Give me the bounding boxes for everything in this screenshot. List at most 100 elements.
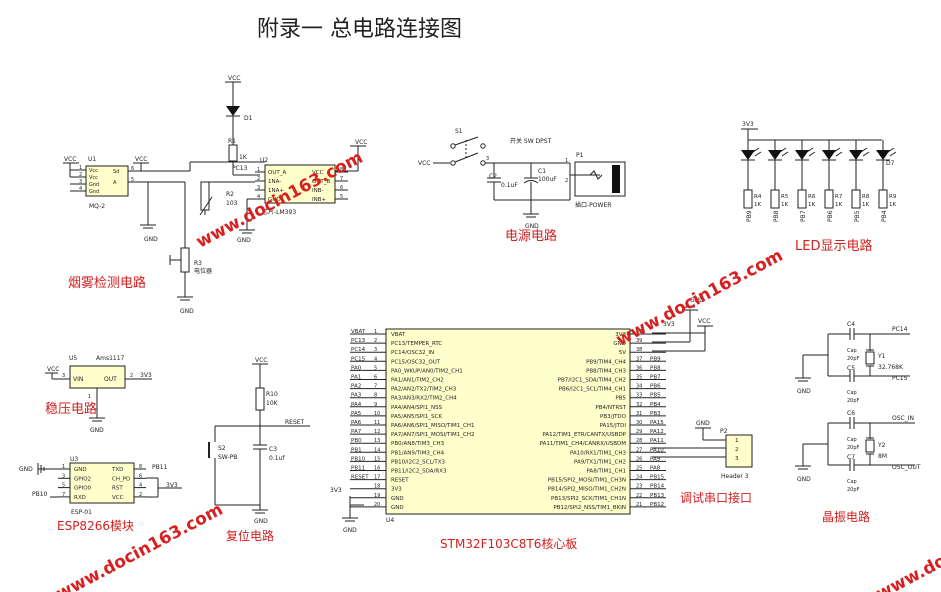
c6-type: Cap — [847, 437, 857, 443]
u4-pin-name: PA7/AN7/SPI1_MOSI/TIM1_CH2 — [391, 432, 474, 438]
led-resistor — [797, 189, 807, 209]
u4-3v3-label: 3V3 — [663, 321, 675, 328]
u4-pin-number: 36 — [636, 365, 642, 371]
led-resistor-value: 1K — [808, 202, 815, 208]
u4-pin-number: 1 — [374, 329, 377, 335]
r3-value: 电位器 — [194, 267, 212, 275]
power-section-title: 电源电路 — [505, 228, 557, 244]
u4-pin-name: PB5 — [615, 396, 626, 402]
u4-left-net-label: PB10 — [351, 456, 366, 462]
u3-pb10-label: PB10 — [32, 491, 48, 498]
c4-value: 20pF — [847, 356, 860, 362]
u5-3v3-label: 3V3 — [140, 372, 152, 379]
u3-pin-name: GPIO2 — [74, 476, 91, 482]
u4-pin-name: PA4/AN4/SPI1_NSS — [391, 405, 443, 411]
u4-pin-number: 8 — [374, 393, 377, 399]
u4-left-net-label: PA7 — [351, 429, 362, 435]
u2-vcc-label: VCC — [355, 139, 367, 146]
u4-pin-number: 3 — [374, 347, 377, 353]
p1-label: P1 — [576, 152, 584, 159]
u4-pin-number: 19 — [374, 493, 380, 499]
u4-pin-name: PA0_WKUP/AN0/TIM2_CH1 — [391, 368, 463, 374]
u4-pin-name: PC13/TEMPER_RTC — [391, 341, 442, 347]
u4-right-net-label: PA10 — [650, 447, 664, 453]
r2-value: 103 — [226, 200, 238, 207]
power-vcc-label: VCC — [418, 160, 430, 167]
led-icon — [822, 150, 836, 160]
u5-pin-gnd: 1 — [88, 394, 91, 400]
u4-left-net-label: PA3 — [351, 393, 362, 399]
u2-pin-number: 1 — [257, 167, 260, 173]
reset-circuit: VCC R10 10K RESET S2 SW-PB C3 0.1uf GND … — [208, 357, 310, 543]
u4-pin-name: PA9/TX1/TIM1_CH2 — [574, 459, 626, 465]
u4-pin-name: PA12/TIM1_ETR/CANTX/USBDP — [542, 432, 626, 438]
u4-pin-number: 5 — [374, 365, 377, 371]
p2-pin-number: 3 — [735, 456, 739, 462]
d1-vcc-label: VCC — [228, 75, 240, 82]
reset-vcc-label: VCC — [255, 357, 267, 364]
u4-right-net-label: PB5 — [650, 393, 661, 399]
u4-left-net-label: PA6 — [351, 420, 362, 426]
u2-part-label: 芯片-LM393 — [262, 208, 296, 216]
u2-pin-name: INB+ — [312, 197, 327, 203]
u4-pin-name: PC14/OSC32_IN — [391, 350, 434, 356]
y2-crystal — [865, 439, 875, 453]
pc13-net-label: PC13 — [232, 165, 248, 172]
u4-label: U4 — [386, 517, 394, 524]
u4-pin-name: PA8/TIM1_CH1 — [586, 469, 626, 475]
u4-pin-name: PA15/JTDI — [600, 423, 627, 429]
s1-label: S1 — [455, 128, 463, 135]
u4-pin-number: 9 — [374, 402, 377, 408]
u3-pin-number: 6 — [139, 473, 142, 479]
led-resistor-label: R9 — [889, 194, 897, 200]
u4-pin-name: PB12/SPI2_NSS/TIM1_BKIN — [553, 505, 626, 511]
y2-value: 8M — [878, 453, 887, 460]
u2-label: U2 — [260, 157, 268, 164]
core-section-title: STM32F103C8T6核心板 — [440, 537, 577, 551]
u4-left-net-label: PC13 — [351, 338, 366, 344]
svg-text:1: 1 — [565, 158, 568, 164]
u4-pin-number: 23 — [636, 484, 642, 490]
u4-pin-name: PA11/TIM1_CH4/CANRX/USBDM — [540, 441, 627, 447]
led-icon — [849, 150, 863, 160]
u3-3v3-label: 3V3 — [166, 482, 178, 489]
crystal-top-gnd-label: GND — [797, 388, 811, 395]
u4-pin-number: 40 — [636, 329, 642, 335]
led-resistor-value: 1K — [754, 202, 761, 208]
u1-pin-number: 5 — [131, 177, 134, 183]
u3-pb11-label: PB11 — [152, 464, 168, 471]
u4-pin-number: 25 — [636, 466, 642, 472]
u4-pin-name: GND — [613, 341, 626, 347]
u4-right-net-label: PA12 — [650, 429, 664, 435]
led-pin-label: PB8 — [773, 210, 780, 222]
led-pin-label: PB4 — [881, 210, 888, 222]
u4-pin-number: 13 — [374, 438, 380, 444]
u4-pin-number: 16 — [374, 466, 380, 472]
u4-pin-number: 26 — [636, 456, 642, 462]
u2-pin-number: 6 — [340, 185, 343, 191]
c7-type: Cap — [847, 479, 857, 485]
u3-pin-number: 7 — [62, 492, 65, 498]
u5-out-label: OUT — [104, 376, 117, 383]
y1-crystal — [865, 351, 875, 365]
u5-label: U5 — [69, 355, 77, 362]
u4-pin-name: PA1/AN1/TIM2_CH2 — [391, 378, 444, 384]
c6-label: C6 — [847, 410, 855, 417]
p1-part-label: 插口-POWER — [575, 201, 611, 209]
u4-pin-number: 20 — [374, 502, 380, 508]
u2-pin-name: VCC — [312, 170, 324, 176]
c2-value: 0.1uF — [501, 182, 518, 189]
u3-pin-number: 4 — [139, 483, 142, 489]
u3-pin-name: VCC — [112, 495, 124, 501]
u4-pin-number: 2 — [374, 338, 377, 344]
u4-pin-name: GND — [391, 505, 404, 511]
u4-pin-name: 3V3 — [615, 332, 626, 338]
u4-right-net-label: PB15 — [650, 475, 665, 481]
page-title: 附录一 总电路连接图 — [257, 17, 462, 42]
led-3v3-label: 3V3 — [742, 121, 754, 128]
u4-pin-name: PA5/AN5/SPI1_SCK — [391, 414, 442, 420]
watermark-4: www.docin163.com — [873, 500, 941, 592]
u4-right-net-label: PA8 — [650, 466, 661, 472]
u4-pin-number: 11 — [374, 420, 380, 426]
